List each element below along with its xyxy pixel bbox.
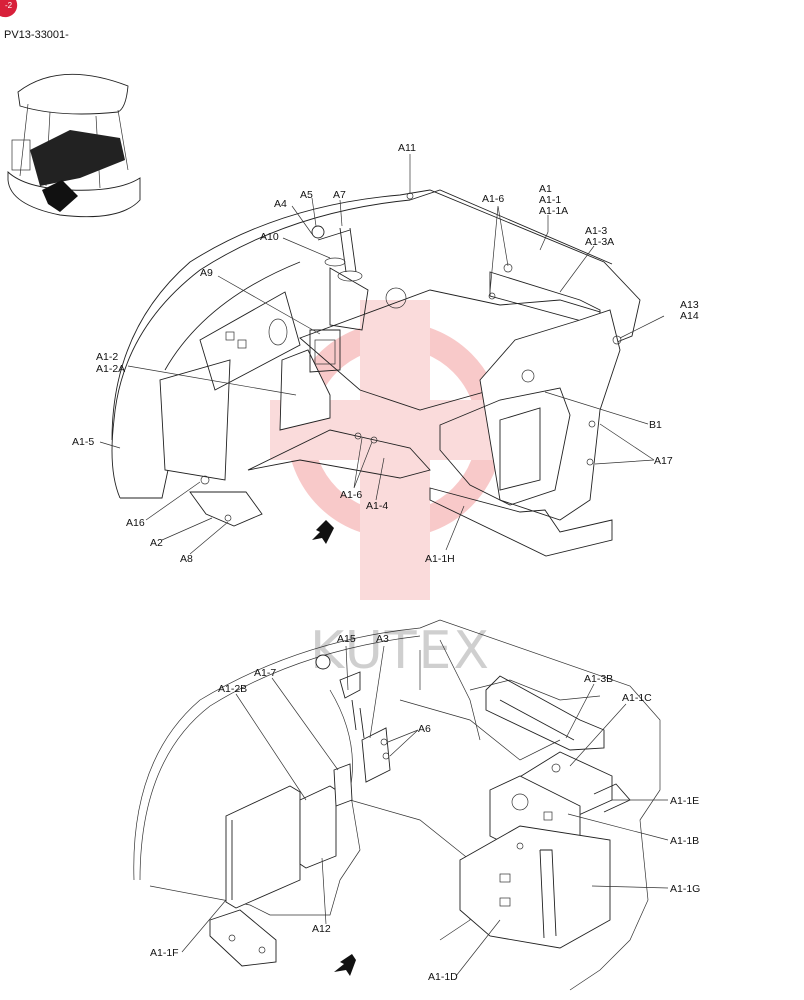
label-a5: A5 <box>300 189 313 201</box>
svg-text:-2: -2 <box>5 1 13 10</box>
label-a1-7: A1-7 <box>254 667 276 679</box>
label-a11: A11 <box>398 142 416 154</box>
label-a1-1h: A1-1H <box>425 553 455 565</box>
label-a13: A13 <box>680 299 699 311</box>
label-a8: A8 <box>180 553 193 565</box>
label-a1-1: A1-1 <box>539 194 561 206</box>
label-a1-1g: A1-1G <box>670 883 700 895</box>
label-a1: A1 <box>539 183 552 195</box>
label-a3: A3 <box>376 633 389 645</box>
label-a1-1c: A1-1C <box>622 692 652 704</box>
label-a12: A12 <box>312 923 331 935</box>
upper-assembly-drawing <box>99 154 665 557</box>
label-a16: A16 <box>126 517 145 529</box>
label-b1: B1 <box>649 419 662 431</box>
label-a10: A10 <box>260 231 279 243</box>
label-a1-3b: A1-3B <box>584 673 613 685</box>
label-a1-3: A1-3 <box>585 225 607 237</box>
label-a1-2a: A1-2A <box>96 363 125 375</box>
corner-badge-icon: -2 <box>0 0 18 18</box>
lower-assembly-drawing <box>133 619 669 991</box>
watermark-logo <box>270 300 520 600</box>
label-a1-3a: A1-3A <box>585 236 614 248</box>
label-a1-1a: A1-1A <box>539 205 568 217</box>
label-a1-2: A1-2 <box>96 351 118 363</box>
label-a1-2b: A1-2B <box>218 683 247 695</box>
label-a1-5: A1-5 <box>72 436 94 448</box>
label-a1-1e: A1-1E <box>670 795 699 807</box>
label-a7: A7 <box>333 189 346 201</box>
label-a1-1f: A1-1F <box>150 947 179 959</box>
label-a6: A6 <box>418 723 431 735</box>
machine-thumbnail-icon <box>7 73 141 218</box>
label-a9: A9 <box>200 267 213 279</box>
label-a4: A4 <box>274 198 287 210</box>
label-a2: A2 <box>150 537 163 549</box>
label-a14: A14 <box>680 310 699 322</box>
front-direction-arrow-icon <box>334 954 356 976</box>
label-a1-6-bottom: A1-6 <box>340 489 362 501</box>
label-a1-1b: A1-1B <box>670 835 699 847</box>
label-a1-1d: A1-1D <box>428 971 458 983</box>
label-a1-4: A1-4 <box>366 500 388 512</box>
label-a15: A15 <box>337 633 356 645</box>
label-a1-6-top: A1-6 <box>482 193 504 205</box>
part-code: PV13-33001- <box>4 29 69 41</box>
label-a17: A17 <box>654 455 673 467</box>
front-direction-arrow-icon <box>312 520 334 544</box>
